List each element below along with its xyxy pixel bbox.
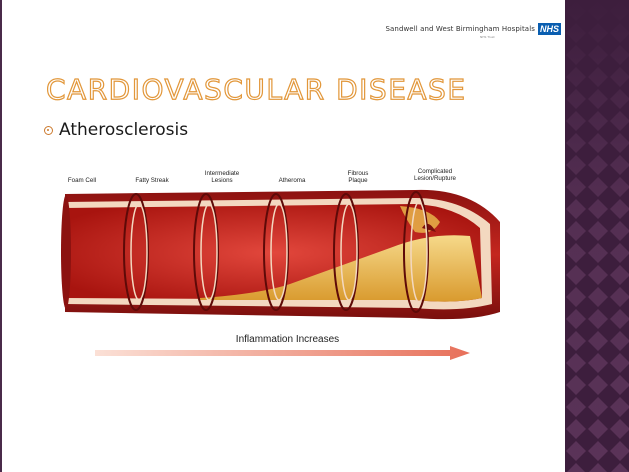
left-border-line (0, 0, 2, 472)
decorative-side-panel (565, 0, 629, 472)
inflammation-arrow (95, 346, 470, 360)
diamond-pattern (565, 0, 629, 472)
inflammation-label: Inflammation Increases (60, 334, 515, 345)
bullet-text: Atherosclerosis (59, 120, 188, 140)
nhs-logo: NHS (538, 23, 561, 35)
slide-title: CARDIOVASCULAR DISEASE (46, 73, 467, 106)
bullet-item: Atherosclerosis (44, 120, 188, 140)
artery-illustration (60, 162, 515, 362)
hospital-logo: Sandwell and West Birmingham Hospitals N… (385, 23, 561, 35)
organization-name: Sandwell and West Birmingham Hospitals (385, 25, 535, 33)
bullet-circle-icon (44, 126, 53, 135)
artery-open-end (61, 195, 71, 309)
trust-subtitle: NHS Trust (480, 35, 495, 39)
